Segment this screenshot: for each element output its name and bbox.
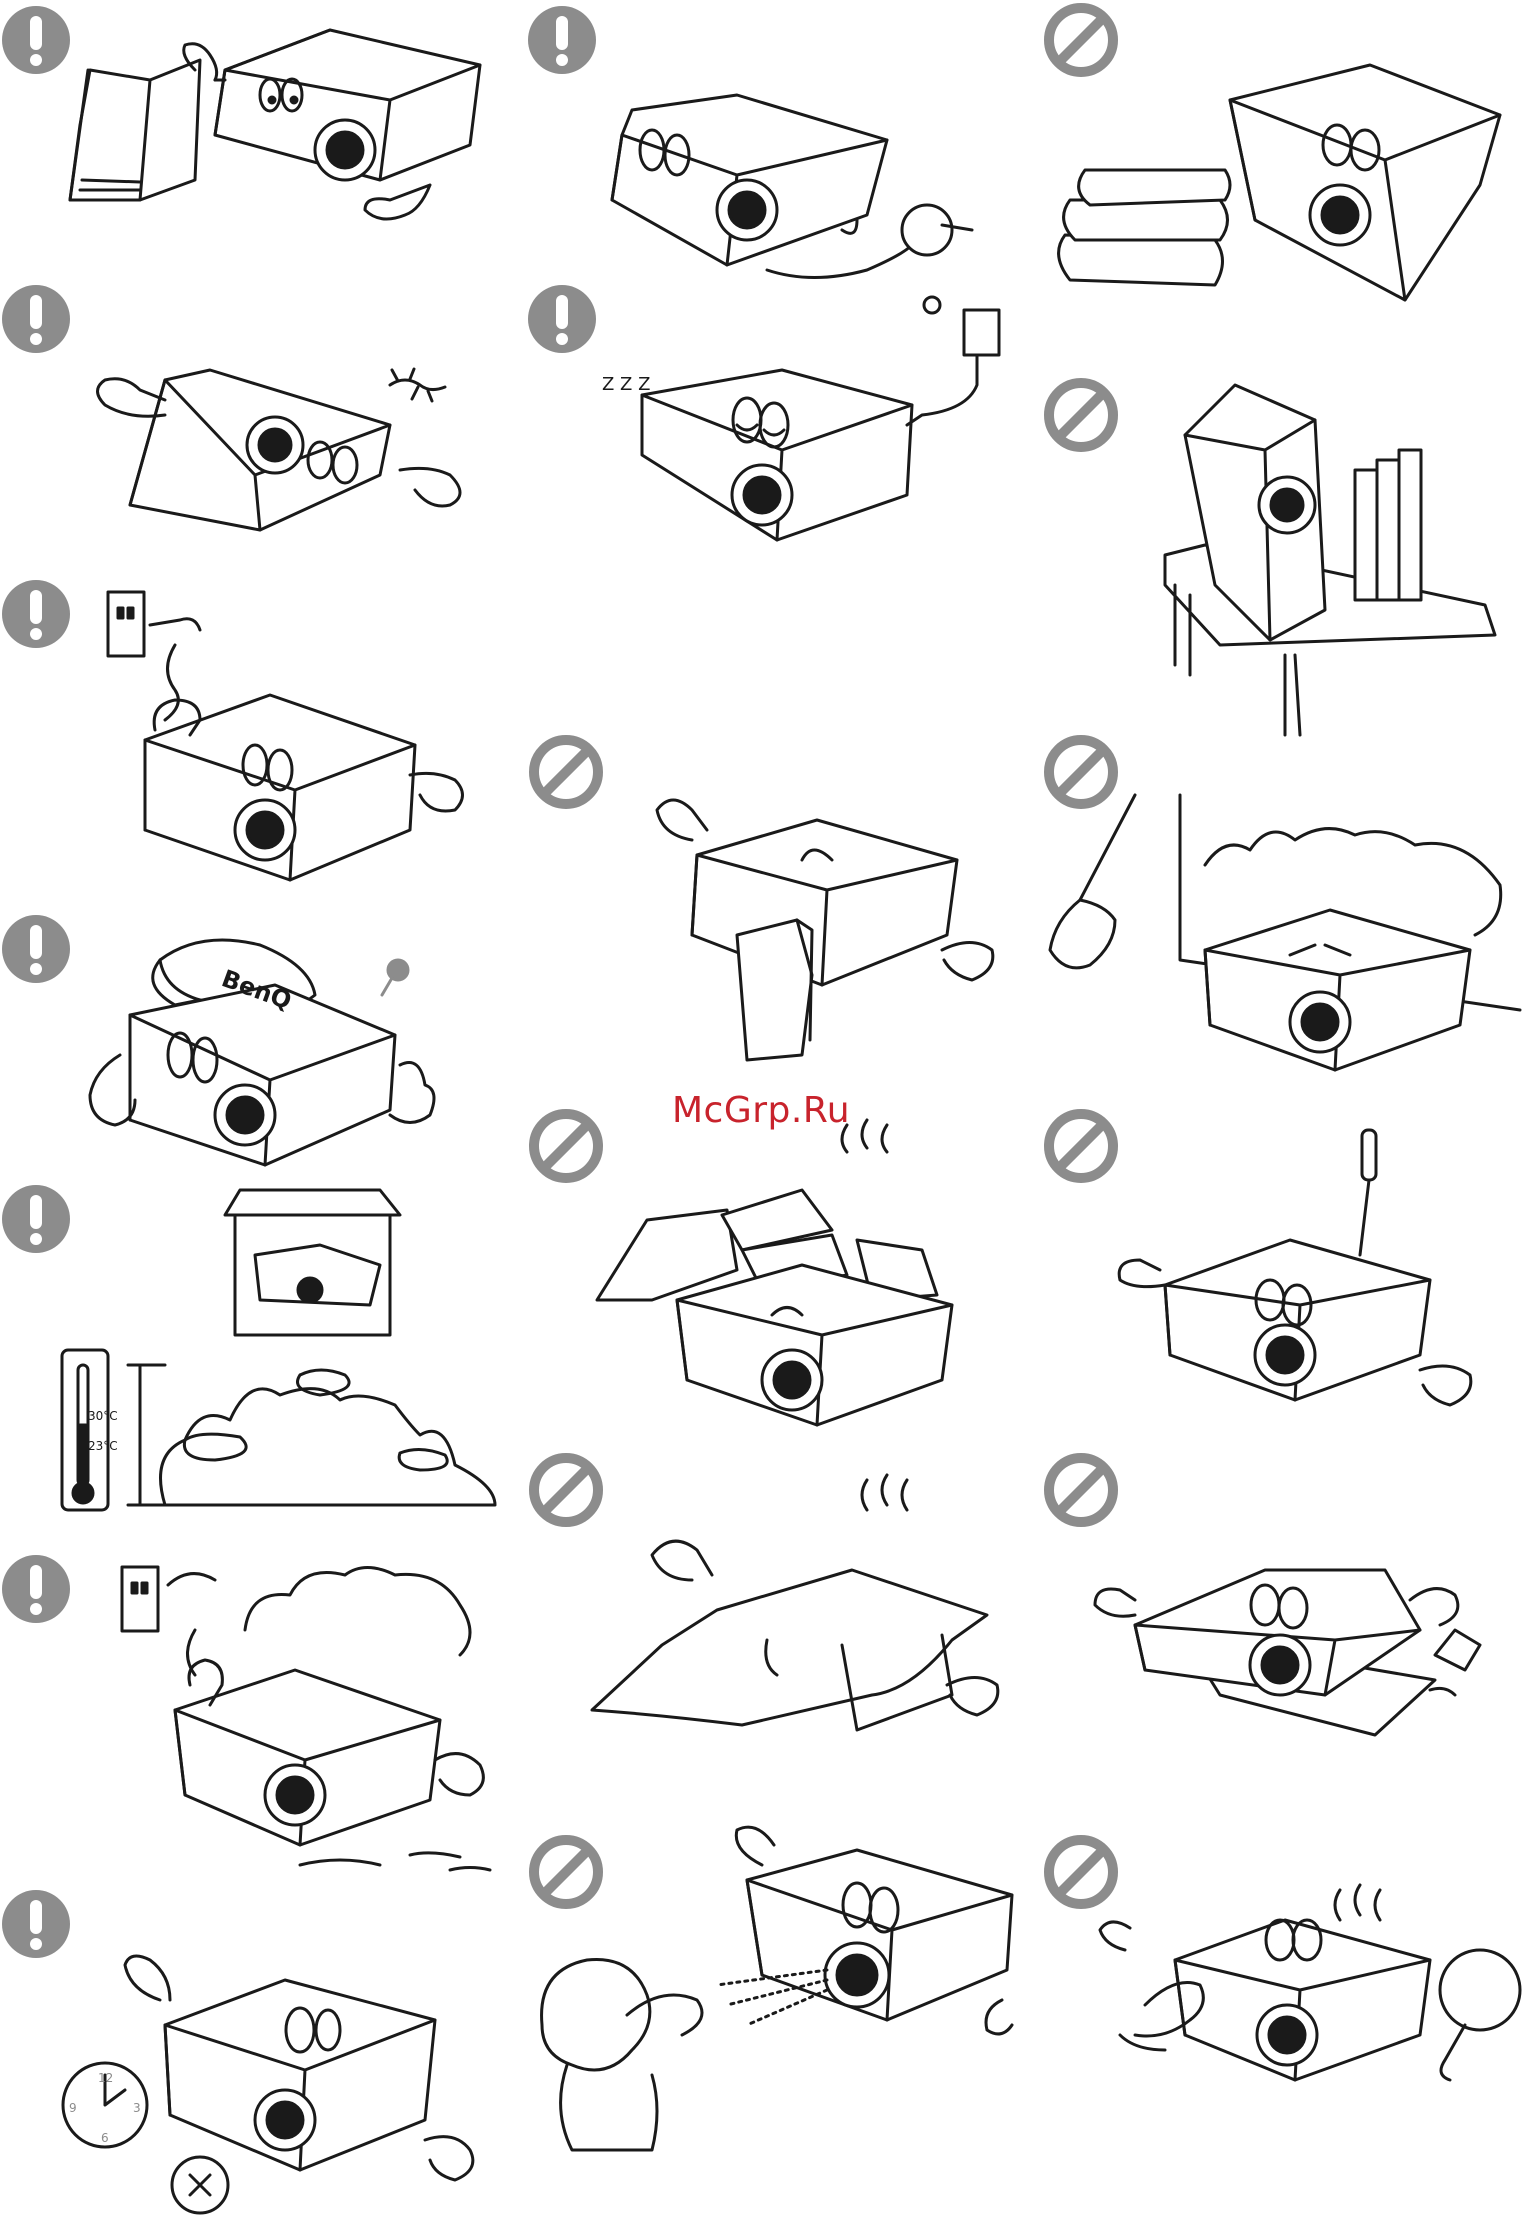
clock-number-12: 12 xyxy=(98,2071,113,2085)
illustration-buried-books xyxy=(512,1090,1012,1420)
thermometer-high-label: 30°C xyxy=(88,1409,118,1423)
illustration-svg xyxy=(512,1430,1012,1790)
illustration-blocked-vent xyxy=(1025,1810,1525,2140)
exclamation-circle-icon xyxy=(2,6,70,74)
illustration-altitude-temperature: 30°C 23°C xyxy=(0,1175,500,1505)
watermark-text: McGrp.Ru xyxy=(672,1090,850,1131)
illustration-tilted-lizard xyxy=(0,275,500,605)
exclamation-circle-icon xyxy=(2,580,70,648)
prohibition-circle-icon xyxy=(1049,1840,1113,1904)
prohibition-circle-icon xyxy=(534,1458,598,1522)
illustration-svg xyxy=(0,570,500,900)
prohibition-circle-icon xyxy=(534,1840,598,1904)
prohibition-circle-icon xyxy=(1049,740,1113,804)
prohibition-circle-icon xyxy=(1049,383,1113,447)
prohibition-circle-icon xyxy=(1049,1114,1113,1178)
illustration-svg xyxy=(1025,1430,1525,1790)
clock-number-6: 6 xyxy=(101,2131,109,2145)
illustration-svg xyxy=(1025,1810,1525,2230)
exclamation-circle-icon xyxy=(528,285,596,353)
illustration-svg xyxy=(512,1810,1012,2230)
illustration-spilled-liquid xyxy=(1025,1430,1525,1760)
illustration-svg xyxy=(512,1090,1012,1450)
exclamation-circle-icon xyxy=(528,6,596,74)
clock-number-9: 9 xyxy=(69,2101,77,2115)
illustration-dust-broom xyxy=(1025,710,1525,1040)
illustration-svg xyxy=(1025,0,1525,330)
illustration-on-books xyxy=(1025,0,1525,330)
exclamation-circle-icon xyxy=(2,1890,70,1958)
illustration-light-into-eyes xyxy=(512,1810,1012,2140)
thermometer-low-label: 23°C xyxy=(88,1439,118,1453)
exclamation-circle-icon xyxy=(2,285,70,353)
illustration-unplug-cord xyxy=(0,570,500,900)
illustration-sleeping-adapter: Z Z Z xyxy=(512,275,1012,605)
exclamation-circle-icon xyxy=(2,915,70,983)
illustration-svg xyxy=(0,1545,500,1885)
illustration-svg xyxy=(512,710,1012,1070)
illustration-screwdriver xyxy=(1025,1090,1525,1420)
illustration-svg xyxy=(0,275,500,605)
illustration-block-lens xyxy=(512,710,1012,1040)
illustration-unplug-steam xyxy=(0,1545,500,1875)
illustration-clock-lamp: 12 3 6 9 xyxy=(0,1880,500,2210)
illustration-covered-cloth xyxy=(512,1430,1012,1760)
exclamation-circle-icon xyxy=(2,1555,70,1623)
prohibition-circle-icon xyxy=(534,740,598,804)
illustration-svg: 30°C 23°C xyxy=(0,1175,500,1535)
clock-number-3: 3 xyxy=(133,2101,141,2115)
prohibition-circle-icon xyxy=(1049,1458,1113,1522)
illustration-svg: Z Z Z xyxy=(512,275,1012,605)
prohibition-circle-icon xyxy=(1049,8,1113,72)
snore-text: Z Z Z xyxy=(602,374,650,395)
exclamation-circle-icon xyxy=(2,1185,70,1253)
illustration-svg xyxy=(1025,710,1525,1110)
illustration-svg xyxy=(1025,355,1525,755)
prohibition-circle-icon xyxy=(534,1114,598,1178)
illustration-svg xyxy=(1025,1090,1525,1450)
illustration-vertical-table xyxy=(1025,355,1525,685)
illustration-svg: 12 3 6 9 xyxy=(0,1880,500,2230)
